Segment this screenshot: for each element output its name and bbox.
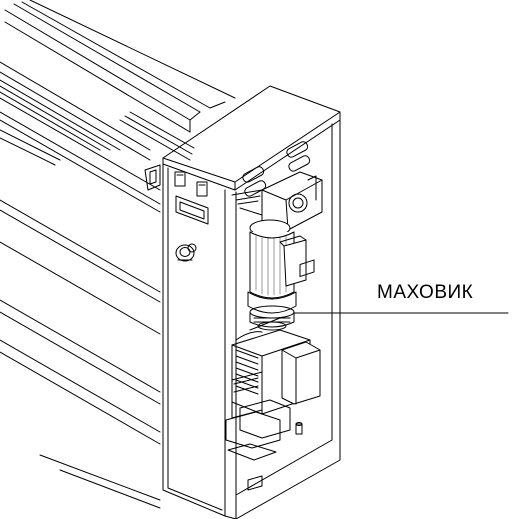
indicator-lamp-icon	[187, 243, 197, 253]
display-window	[175, 195, 209, 225]
flywheel	[249, 305, 295, 331]
drive-unit	[225, 259, 321, 491]
motor	[247, 219, 307, 314]
vent-slots	[242, 141, 311, 197]
switch-right-icon	[196, 181, 208, 197]
emergency-stop-icon	[175, 244, 195, 262]
control-panel	[162, 85, 341, 519]
machine-body	[0, 0, 236, 509]
switch-left-icon	[174, 171, 186, 187]
flywheel-callout-label: МАХОВИК	[377, 282, 474, 303]
